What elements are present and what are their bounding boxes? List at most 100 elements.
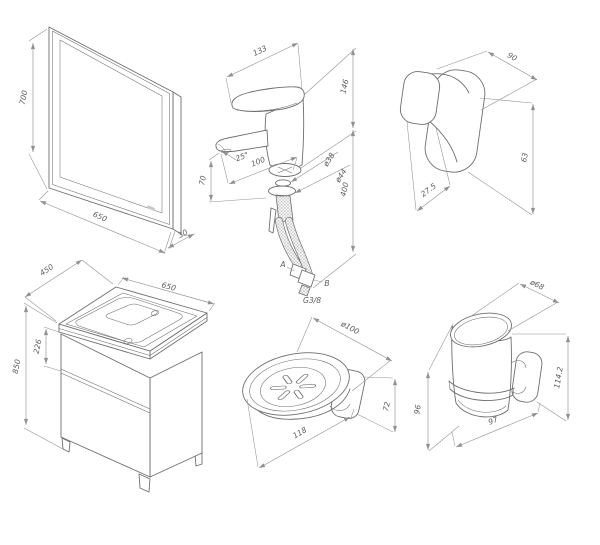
faucet-drawing: 133 146 400 25° 100 70 ø38 ø44 A B G3/8 — [197, 42, 357, 305]
ext-line — [356, 413, 394, 433]
dim-line-30 — [167, 233, 195, 249]
ext-line — [38, 190, 49, 201]
tumbler-arm — [510, 360, 527, 394]
dim-label-drawer-height: 226 — [32, 338, 44, 354]
dim-label-dish-height: 72 — [381, 401, 392, 412]
ext-line — [451, 431, 456, 447]
leader-b — [313, 279, 323, 283]
ext-line — [428, 425, 460, 452]
vanity-leg — [61, 437, 71, 453]
soap-dish-drain-slots — [270, 373, 316, 401]
ext-line — [297, 43, 303, 91]
leader-d38 — [290, 151, 339, 183]
ext-line — [246, 398, 259, 468]
tumbler-cup-rim — [450, 312, 512, 348]
leader-d44 — [294, 164, 351, 194]
faucet-threaded-shank — [275, 194, 294, 223]
dim-label-mirror-depth: 30 — [176, 227, 189, 240]
mirror-frame-inner — [52, 30, 170, 225]
ext-line — [24, 296, 57, 322]
hose-braid — [285, 217, 313, 279]
dim-label-faucet-width: 133 — [251, 43, 268, 58]
dim-label-shank-diameter: ø38 — [321, 151, 337, 169]
ext-line — [23, 302, 58, 324]
tumbler-ring-top — [448, 380, 515, 394]
faucet-mounting-stud — [268, 207, 277, 234]
dim-line-d68 — [519, 283, 560, 304]
ext-line — [479, 97, 533, 104]
ext-line — [43, 326, 60, 333]
ext-line — [436, 50, 488, 70]
ext-line — [507, 301, 559, 332]
faucet-flange — [268, 185, 296, 197]
drain-hole — [123, 337, 133, 345]
ext-line — [208, 197, 267, 203]
dim-line-133 — [226, 42, 299, 78]
thread-size-label: G3/8 — [303, 296, 321, 305]
ext-line — [43, 365, 62, 372]
ext-line — [168, 230, 176, 250]
basin-inner-rim — [65, 292, 198, 348]
hose-thread-tip — [298, 284, 311, 297]
tumbler-bottom-line — [457, 399, 507, 413]
hook-knob — [399, 71, 441, 125]
vanity-front-panel — [60, 333, 151, 478]
ext-line — [28, 153, 48, 190]
ext-line — [312, 253, 357, 289]
faucet-spout — [215, 129, 269, 153]
dim-label-vanity-height: 850 — [11, 358, 23, 374]
faucet-lever-edge — [236, 102, 298, 112]
hose-braid — [275, 217, 303, 271]
dim-line-100 — [228, 156, 298, 185]
mirror-drawing: 700 650 30 — [18, 26, 196, 255]
vanity-side-panel — [149, 351, 203, 478]
dim-line-650 — [121, 277, 215, 305]
ext-line — [163, 231, 172, 255]
dim-label-dish-depth: 118 — [291, 425, 308, 440]
ext-line — [28, 28, 48, 42]
soap-dish-recess — [260, 367, 326, 407]
dim-label-cup-diameter: ø68 — [528, 277, 546, 292]
dim-label-cup-height: 96 — [412, 404, 423, 415]
ext-line — [406, 121, 417, 211]
ext-line — [303, 47, 357, 96]
basin-top — [58, 286, 208, 352]
tumbler-cup-rim-inner — [454, 316, 508, 346]
mirror-side-face — [172, 91, 182, 235]
dim-line-118 — [258, 416, 351, 469]
ext-line — [480, 78, 538, 111]
ext-line — [362, 376, 394, 379]
leader-a — [286, 266, 295, 272]
ext-line — [220, 153, 229, 184]
dim-label-hook-height: 63 — [519, 152, 530, 163]
dim-line-450 — [24, 259, 83, 298]
hook-arm-top — [430, 73, 470, 94]
dim-label-handle-angle: 25° — [234, 150, 250, 163]
ext-line — [536, 401, 567, 422]
vanity-drawing: 450 650 850 226 — [11, 259, 216, 493]
ext-line — [435, 127, 451, 186]
ext-line — [23, 427, 64, 450]
ext-line — [208, 302, 216, 312]
ext-line — [467, 171, 533, 216]
dim-line-650 — [39, 200, 166, 254]
hook-drawing: 90 63 27.5 — [399, 50, 538, 216]
dim-label-spout-reach: 100 — [250, 155, 267, 169]
dim-label-spout-height: 70 — [197, 175, 208, 186]
ext-line — [428, 323, 454, 371]
dim-label-mirror-width: 650 — [92, 210, 109, 224]
ext-line — [351, 359, 392, 392]
ext-line — [300, 130, 357, 169]
vanity-leg — [138, 473, 151, 493]
angle-arc — [217, 143, 228, 156]
basin-rim-line — [58, 317, 208, 356]
hose-label-b: B — [324, 279, 329, 288]
faucet-hole — [150, 310, 160, 316]
hose-label-a: A — [279, 260, 285, 269]
ext-line — [537, 402, 541, 413]
ext-line — [208, 152, 220, 161]
dim-label-vanity-width: 650 — [160, 280, 177, 293]
tumbler-drawing: ø68 114.2 96 97 — [412, 277, 571, 452]
